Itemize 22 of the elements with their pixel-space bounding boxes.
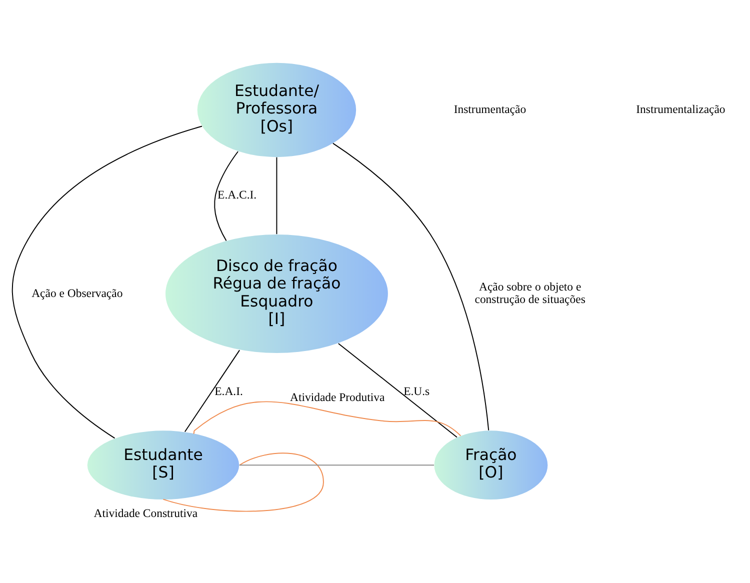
edge-label: Ação e Observação	[32, 286, 123, 300]
edge-label: E.A.I.	[214, 384, 243, 398]
edge-label: E.U.s	[404, 384, 430, 398]
node-ellipse: Estudante/ Professora [Os]	[197, 62, 356, 158]
connector	[162, 452, 324, 512]
label: Instrumentalização	[636, 102, 726, 116]
edge-label: Atividade Construtiva	[94, 506, 198, 520]
connector	[12, 126, 202, 439]
connector	[214, 150, 238, 242]
edge-label: E.A.C.I.	[218, 188, 257, 202]
node-ellipse: Disco de fração Régua de fração Esquadro [I]	[166, 234, 388, 354]
connector	[332, 142, 490, 431]
connector	[184, 350, 240, 432]
connector	[338, 343, 458, 438]
connector	[238, 464, 434, 466]
edge-label: Ação sobre o objeto e construção de situações	[474, 280, 586, 306]
node-ellipse: Estudante [S]	[87, 430, 240, 500]
edge-label: Atividade Produtiva	[290, 391, 385, 404]
connector	[193, 401, 462, 436]
connector	[276, 156, 278, 235]
label: Instrumentação	[454, 102, 526, 116]
node-ellipse: Fração [O]	[434, 430, 548, 500]
